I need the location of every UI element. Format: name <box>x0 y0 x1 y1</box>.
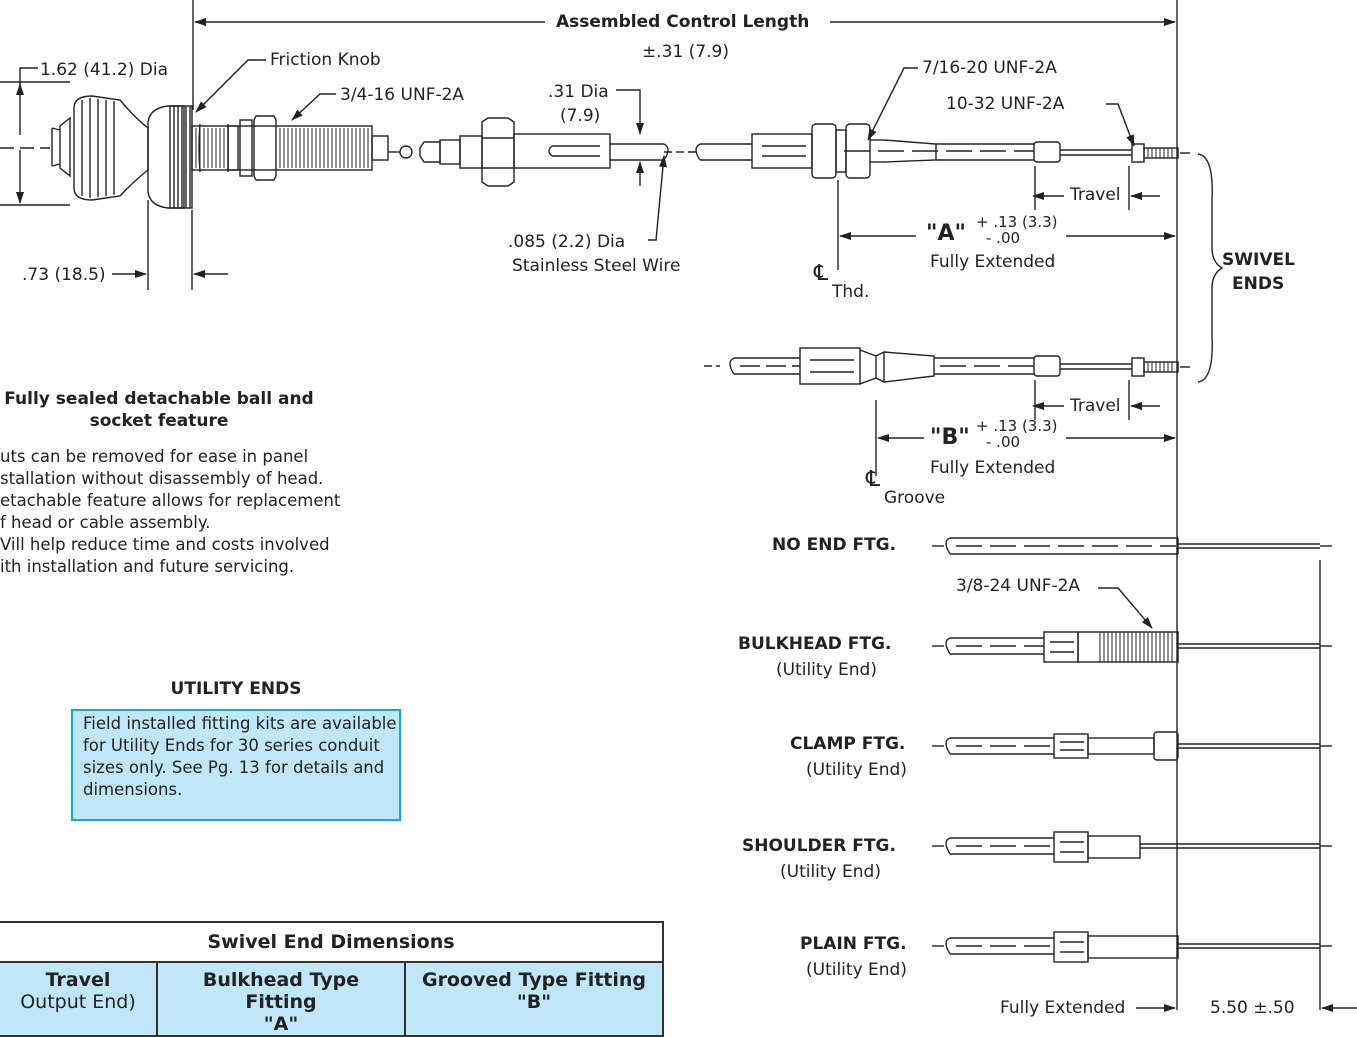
a-tol-plus: + .13 (3.3) <box>976 213 1058 231</box>
clamp-label: CLAMP FTG. <box>790 734 906 754</box>
feature-note-line: f head or cable assembly. <box>0 513 211 532</box>
a-letter: "A" <box>926 221 966 246</box>
swivel-end-dimensions-table: Swivel End Dimensions Travel Output End)… <box>0 921 664 1037</box>
feature-note-title-line-1: Fully sealed detachable ball and <box>4 389 314 409</box>
dia-31-leader <box>616 89 644 135</box>
swivel-ends-brace <box>1197 153 1224 383</box>
clamp-fitting <box>932 731 1332 761</box>
no-end-label: NO END FTG. <box>772 535 897 555</box>
feature-note-line: uts can be removed for ease in panel <box>0 447 309 466</box>
centerline-groove-icon: ℄ <box>866 467 881 492</box>
thread-1032-leader <box>1106 103 1135 147</box>
bulkhead-label: BULKHEAD FTG. <box>738 634 892 654</box>
threaded-body <box>191 115 373 181</box>
swivel-ends-label-2: ENDS <box>1232 274 1285 294</box>
centerline-thd-label: Thd. <box>832 282 870 302</box>
thread-716-label: 7/16-20 UNF-2A <box>922 58 1057 78</box>
swivel-table-col-grooved: Grooved Type Fitting "B" <box>404 961 664 1037</box>
thread-38-leader <box>1098 587 1153 629</box>
centerline-groove-label: Groove <box>884 488 946 508</box>
bulkhead-sub-label: (Utility End) <box>776 660 877 680</box>
feature-note-line: stallation without disassembly of head. <box>0 469 324 488</box>
bulkhead-thread-hatch <box>1099 632 1173 662</box>
assembled-tolerance: ±.31 (7.9) <box>642 42 729 62</box>
thread-716-leader <box>867 67 918 141</box>
shoulder-sub-label: (Utility End) <box>780 862 881 882</box>
travel-b-label: Travel <box>1070 396 1121 416</box>
knob-dia-leader <box>19 67 38 85</box>
swivel-thread-hatch <box>1147 148 1173 158</box>
utility-ends-line: Field installed fitting kits are availab… <box>83 714 397 733</box>
thread-head-label: 3/4-16 UNF-2A <box>340 85 465 105</box>
feature-note-body: uts can be removed for ease in panel sta… <box>0 446 340 578</box>
b-fully-extended: Fully Extended <box>930 458 1056 478</box>
centerline-thd-icon: ℄ <box>814 261 829 286</box>
thread-hatch <box>195 128 369 168</box>
no-end-fitting <box>932 537 1332 555</box>
dim-550-label: 5.50 ±.50 <box>1210 998 1295 1018</box>
feature-note-line: Vill help reduce time and costs involved <box>0 535 330 554</box>
thread-head-leader <box>291 93 336 121</box>
col-bulkhead-sub: "A" <box>263 1013 299 1035</box>
b-tol-minus: - .00 <box>986 433 1021 451</box>
wire-dia-leader <box>648 155 667 241</box>
friction-knob-label: Friction Knob <box>270 50 381 70</box>
ball-socket <box>371 117 752 187</box>
col-grooved-sub: "B" <box>516 991 552 1013</box>
travel-a-label: Travel <box>1070 185 1121 205</box>
swivel-end-grooved <box>704 347 1190 385</box>
thread-1032-label: 10-32 UNF-2A <box>946 94 1065 114</box>
col-travel-sub: Output End) <box>20 991 136 1013</box>
swivel-table-col-bulkhead: Bulkhead Type Fitting "A" <box>156 961 406 1037</box>
utility-ends-title: UTILITY ENDS <box>170 679 302 699</box>
feature-note-line: etachable feature allows for replacement <box>0 491 341 510</box>
col-grooved-label: Grooved Type Fitting <box>421 969 647 991</box>
col-travel-label: Travel <box>45 969 111 991</box>
wire-dia-label: .085 (2.2) Dia <box>508 232 626 252</box>
dia-31-mm-label: (7.9) <box>560 106 601 126</box>
feature-note-title: Fully sealed detachable ball and socket … <box>0 388 318 432</box>
swivel-ends-label-1: SWIVEL <box>1222 250 1295 270</box>
col-bulkhead-label: Bulkhead Type Fitting <box>202 969 360 1013</box>
plain-label: PLAIN FTG. <box>800 934 907 954</box>
bottom-fully-extended: Fully Extended <box>1000 998 1126 1018</box>
friction-knob-leader <box>195 59 266 113</box>
swivel-end-bulkhead <box>751 123 1190 179</box>
assembled-length-label: Assembled Control Length <box>552 12 814 32</box>
utility-ends-line: dimensions. <box>83 780 183 799</box>
wire-desc-label: Stainless Steel Wire <box>512 256 681 276</box>
dim-73-label: .73 (18.5) <box>22 265 106 285</box>
thread-38-label: 3/8-24 UNF-2A <box>956 576 1081 596</box>
dia-31-label: .31 Dia <box>548 82 609 102</box>
shoulder-fitting <box>932 831 1332 863</box>
b-letter: "B" <box>930 425 970 450</box>
clamp-sub-label: (Utility End) <box>806 760 907 780</box>
b-tol-plus: + .13 (3.3) <box>976 417 1058 435</box>
friction-knob-head <box>0 95 193 209</box>
knob-dia-label: 1.62 (41.2) Dia <box>40 60 169 80</box>
plain-sub-label: (Utility End) <box>806 960 907 980</box>
bulkhead-fitting <box>932 631 1332 663</box>
swivel-table-title: Swivel End Dimensions <box>0 921 664 963</box>
utility-ends-line: sizes only. See Pg. 13 for details and <box>83 758 385 777</box>
a-tol-minus: - .00 <box>986 229 1021 247</box>
feature-note-line: ith installation and future servicing. <box>0 557 295 576</box>
swivel-table-col-travel: Travel Output End) <box>0 961 158 1037</box>
a-fully-extended: Fully Extended <box>930 252 1056 272</box>
plain-fitting <box>932 931 1332 963</box>
utility-ends-box: Field installed fitting kits are availab… <box>71 709 401 821</box>
shoulder-label: SHOULDER FTG. <box>742 836 896 856</box>
utility-ends-line: for Utility Ends for 30 series conduit <box>83 736 380 755</box>
feature-note-title-line-2: socket feature <box>89 411 229 431</box>
